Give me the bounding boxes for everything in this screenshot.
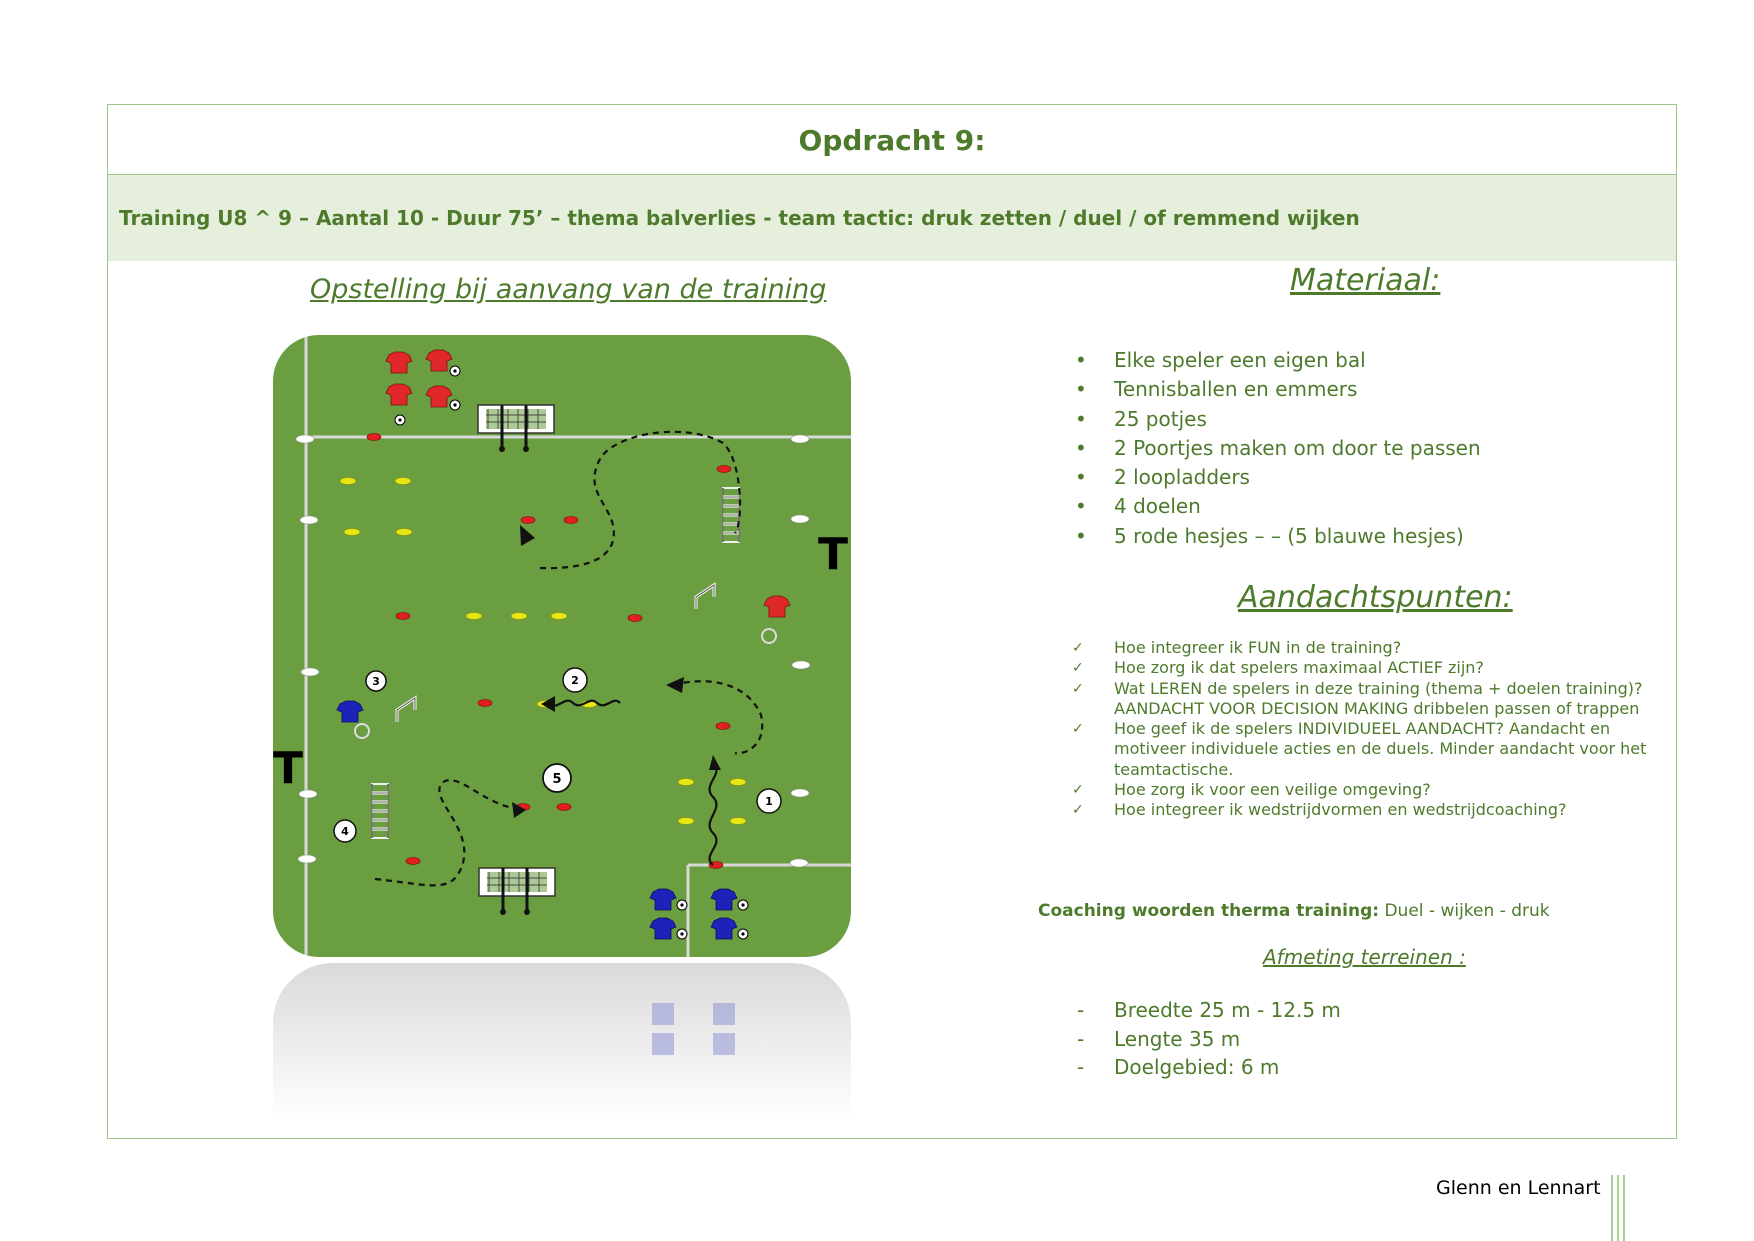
list-item: ✓Hoe zorg ik voor een veilige omgeving? bbox=[1072, 780, 1431, 800]
check-icon: ✓ bbox=[1072, 721, 1084, 738]
station-3-marker: 3 bbox=[365, 670, 387, 692]
coach-mark-right: T bbox=[818, 529, 848, 580]
svg-text:5: 5 bbox=[552, 772, 561, 787]
svg-text:2: 2 bbox=[571, 674, 579, 687]
station-1-marker: 1 bbox=[756, 788, 782, 814]
svg-text:3: 3 bbox=[372, 675, 380, 688]
training-info-row: Training U8 ^ 9 – Aantal 10 - Duur 75’ –… bbox=[108, 175, 1676, 261]
list-item: •25 potjes bbox=[1075, 406, 1207, 431]
list-item: •Tennisballen en emmers bbox=[1075, 377, 1358, 402]
agility-ladder-icon bbox=[721, 486, 741, 544]
list-item: •2 Poortjes maken om door te passen bbox=[1075, 435, 1481, 460]
check-icon: ✓ bbox=[1072, 640, 1084, 656]
agility-ladder-icon bbox=[370, 782, 390, 840]
coaching-label: Coaching woorden therma training: bbox=[1038, 901, 1380, 921]
materiaal-heading: Materiaal: bbox=[1290, 263, 1441, 298]
coaching-value: Duel - wijken - druk bbox=[1379, 901, 1550, 921]
footer-decoration bbox=[1611, 1175, 1627, 1241]
movement-paths bbox=[374, 430, 764, 887]
station-5-marker: 5 bbox=[542, 763, 572, 793]
list-item: -Doelgebied: 6 m bbox=[1077, 1055, 1280, 1079]
list-item: ✓Wat LEREN de spelers in deze training (… bbox=[1072, 678, 1643, 698]
title-row: Opdracht 9: bbox=[108, 105, 1676, 175]
check-icon: ✓ bbox=[1072, 782, 1084, 799]
training-field: 1 2 3 4 5 T T bbox=[273, 335, 851, 957]
footer-author: Glenn en Lennart bbox=[1436, 1177, 1601, 1199]
check-icon: ✓ bbox=[1072, 802, 1084, 819]
materiaal-list: •Elke speler een eigen bal •Tennisballen… bbox=[1071, 346, 1481, 551]
setup-heading: Opstelling bij aanvang van de training bbox=[310, 274, 827, 305]
list-item: ✓Hoe zorg ik dat spelers maximaal ACTIEF… bbox=[1072, 658, 1484, 678]
assignment-frame: Opdracht 9: Training U8 ^ 9 – Aantal 10 … bbox=[107, 104, 1677, 1139]
list-item: ✓Hoe geef ik de spelers INDIVIDUEEL AAND… bbox=[1072, 719, 1647, 779]
list-item: •4 doelen bbox=[1075, 494, 1201, 519]
afmeting-list: -Breedte 25 m - 12.5 m -Lengte 35 m -Doe… bbox=[1071, 996, 1341, 1082]
field-reflection bbox=[273, 963, 851, 1128]
training-field-figure: 1 2 3 4 5 T T bbox=[273, 335, 851, 1128]
list-item: ✓Hoe integreer ik FUN in de training? bbox=[1072, 638, 1402, 657]
aandachtspunten-list: ✓Hoe integreer ik FUN in de training? ✓H… bbox=[1071, 638, 1651, 821]
arrow-heads bbox=[512, 525, 721, 818]
coach-mark-left: T bbox=[273, 743, 303, 794]
svg-text:1: 1 bbox=[765, 795, 773, 808]
check-icon: ✓ bbox=[1072, 660, 1084, 677]
list-item: •5 rode hesjes – – (5 blauwe hesjes) bbox=[1075, 523, 1464, 548]
list-item: -Breedte 25 m - 12.5 m bbox=[1077, 998, 1341, 1022]
station-2-marker: 2 bbox=[562, 667, 588, 693]
svg-text:4: 4 bbox=[341, 825, 349, 838]
list-item: •2 loopladders bbox=[1075, 465, 1250, 490]
coach-marks: T T bbox=[273, 529, 848, 794]
training-info: Training U8 ^ 9 – Aantal 10 - Duur 75’ –… bbox=[119, 206, 1360, 230]
list-item: -Lengte 35 m bbox=[1077, 1026, 1241, 1051]
afmeting-heading: Afmeting terreinen : bbox=[1263, 945, 1466, 969]
station-markers: 1 2 3 4 5 bbox=[333, 667, 782, 843]
station-4-marker: 4 bbox=[333, 819, 357, 843]
list-note: AANDACHT VOOR DECISION MAKING dribbelen … bbox=[1114, 698, 1640, 718]
page-title: Opdracht 9: bbox=[798, 124, 986, 157]
hoop-icon bbox=[354, 628, 777, 739]
aandachtspunten-heading: Aandachtspunten: bbox=[1238, 580, 1513, 615]
list-item: •Elke speler een eigen bal bbox=[1075, 348, 1366, 372]
check-icon: ✓ bbox=[1072, 680, 1084, 697]
coaching-words: Coaching woorden therma training: Duel -… bbox=[1038, 901, 1550, 921]
list-item: ✓Hoe integreer ik wedstrijdvormen en wed… bbox=[1072, 800, 1567, 820]
dribble-paths bbox=[547, 699, 718, 866]
